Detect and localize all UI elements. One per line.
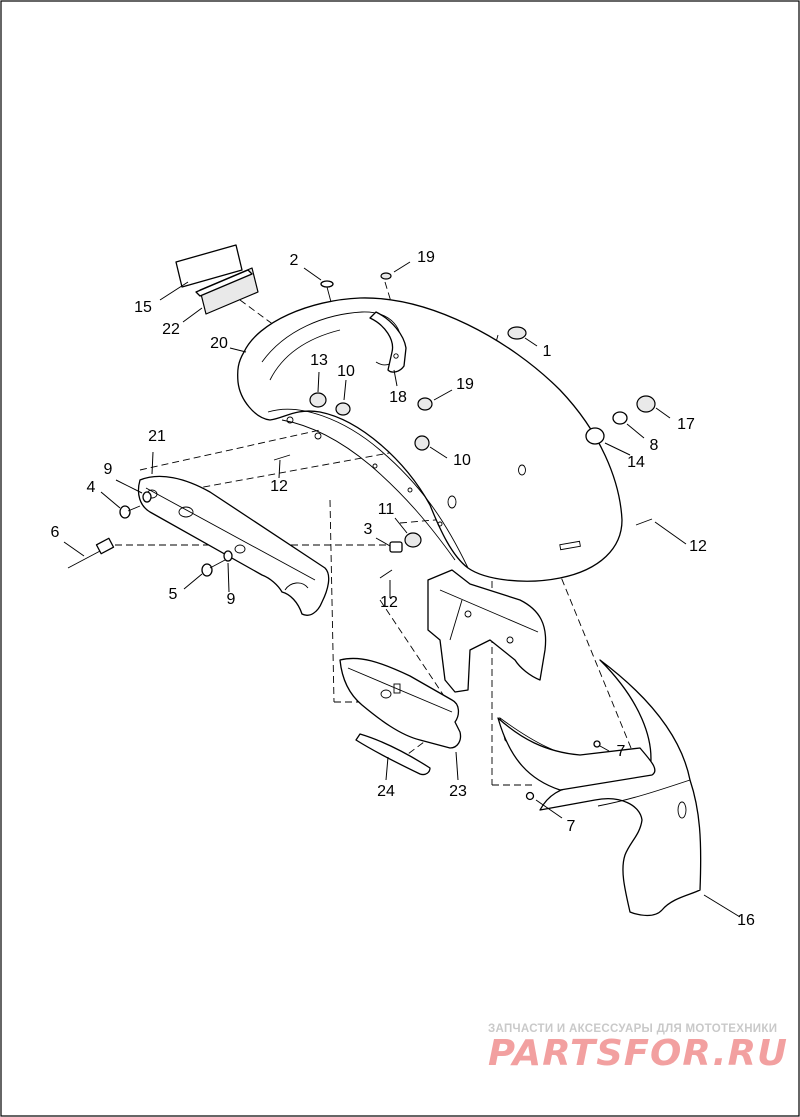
lower-fender-16 xyxy=(499,659,702,917)
bracket-18 xyxy=(369,311,407,373)
callout-21: 21 xyxy=(148,428,166,445)
callout-23: 23 xyxy=(449,783,467,800)
nut-13 xyxy=(309,392,327,408)
callout-9a: 9 xyxy=(104,461,113,478)
fender-flap xyxy=(497,717,656,791)
watermark: ЗАПЧАСТИ И АКСЕССУАРЫ ДЛЯ МОТОТЕХНИКИ PA… xyxy=(488,1023,788,1074)
callout-7a: 7 xyxy=(617,743,626,760)
callout-8: 8 xyxy=(650,437,659,454)
callout-3: 3 xyxy=(364,521,373,538)
watermark-brand: PARTSFOR.RU xyxy=(488,1033,788,1074)
grommet-10a xyxy=(335,402,351,416)
callout-10b: 10 xyxy=(453,452,471,469)
callout-6: 6 xyxy=(51,524,60,541)
pad-22 xyxy=(195,267,259,315)
nut-7a xyxy=(593,740,601,748)
callout-24: 24 xyxy=(377,783,395,800)
callout-15: 15 xyxy=(134,299,152,316)
cap-17 xyxy=(636,395,656,413)
callout-13: 13 xyxy=(310,352,328,369)
stud-6 xyxy=(67,537,115,569)
clip-19a xyxy=(380,272,392,280)
pin-12a xyxy=(273,454,291,461)
callout-1: 1 xyxy=(543,343,552,360)
pin-12b xyxy=(379,569,393,579)
nut-7b xyxy=(525,791,535,801)
center-bracket xyxy=(427,569,547,693)
fastener-1 xyxy=(507,326,527,340)
callout-2: 2 xyxy=(290,252,299,269)
rear-fender-20 xyxy=(237,297,623,582)
callout-12b: 12 xyxy=(380,594,398,611)
bolt-3 xyxy=(389,541,403,553)
callout-labels: 1 2 3 4 5 6 7 7 8 9 9 10 10 11 12 12 12 … xyxy=(51,249,755,929)
callout-19b: 19 xyxy=(456,376,474,393)
callout-19a: 19 xyxy=(417,249,435,266)
washer-9a xyxy=(142,491,152,503)
callout-22: 22 xyxy=(162,321,180,338)
callout-16: 16 xyxy=(737,912,755,929)
washer-9b xyxy=(223,550,233,562)
grommet-10b xyxy=(414,435,430,451)
strip-24 xyxy=(355,733,431,776)
rail-bracket-21 xyxy=(137,475,330,616)
clip-19b xyxy=(417,397,433,411)
callout-14: 14 xyxy=(627,454,645,471)
callout-5: 5 xyxy=(169,586,178,603)
plate-bracket-23 xyxy=(339,657,462,749)
screw-2 xyxy=(320,280,334,303)
washer-14 xyxy=(585,427,605,445)
watermark-tagline: ЗАПЧАСТИ И АКСЕССУАРЫ ДЛЯ МОТОТЕХНИКИ xyxy=(488,1023,777,1035)
leader-lines xyxy=(63,261,741,918)
pad-15 xyxy=(175,244,243,288)
callout-7b: 7 xyxy=(567,818,576,835)
callout-18: 18 xyxy=(389,389,407,406)
nut-11 xyxy=(404,532,422,548)
callout-17: 17 xyxy=(677,416,695,433)
callout-9b: 9 xyxy=(227,591,236,608)
callout-10a: 10 xyxy=(337,363,355,380)
callout-20: 20 xyxy=(210,335,228,352)
screw-5 xyxy=(201,559,226,577)
screw-4 xyxy=(119,505,141,519)
washer-8 xyxy=(612,411,628,425)
callout-4: 4 xyxy=(87,479,96,496)
pin-12c xyxy=(635,518,653,526)
callout-12c: 12 xyxy=(689,538,707,555)
callout-11: 11 xyxy=(378,501,395,518)
callout-12a: 12 xyxy=(270,478,288,495)
